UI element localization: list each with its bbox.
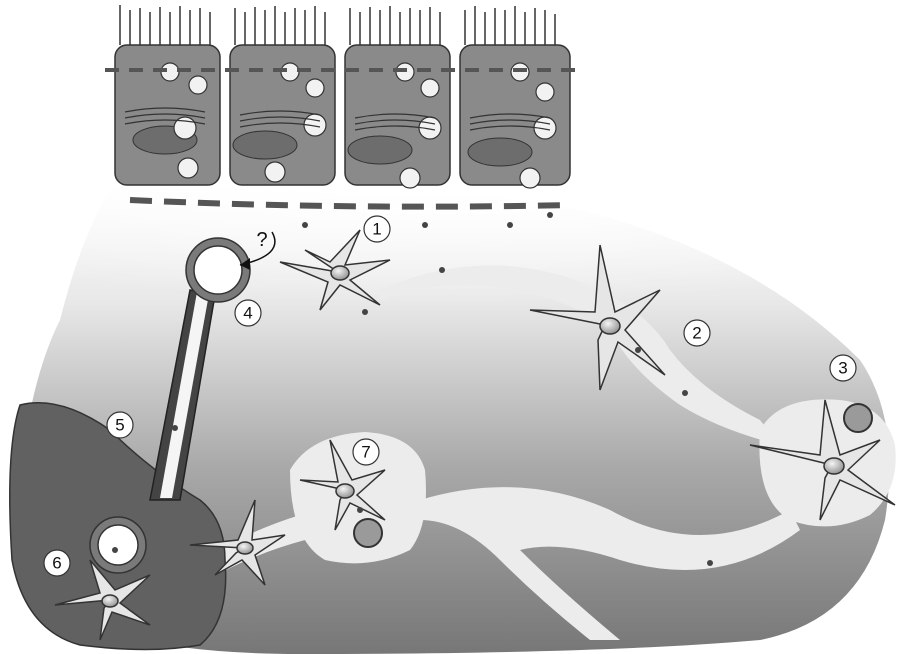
particle-node-right (844, 404, 872, 432)
particle-node-center (354, 519, 382, 547)
step-marker-1: 1 (364, 216, 390, 242)
step-marker-3: 3 (830, 355, 856, 381)
step-marker-6: 6 (44, 550, 70, 576)
epithelium (115, 5, 570, 188)
svg-text:4: 4 (243, 304, 252, 323)
svg-text:6: 6 (52, 554, 61, 573)
svg-text:7: 7 (361, 443, 370, 462)
svg-text:3: 3 (838, 359, 847, 378)
epithelial-cell-3 (345, 45, 450, 185)
svg-text:5: 5 (115, 416, 124, 435)
svg-text:1: 1 (372, 220, 381, 239)
step-marker-5: 5 (107, 412, 133, 438)
tissue-glow (0, 170, 901, 350)
step-marker-2: 2 (684, 320, 710, 346)
vessel-cross-section (186, 238, 250, 302)
svg-text:2: 2 (692, 324, 701, 343)
step-marker-4: 4 (235, 300, 261, 326)
microvilli (120, 5, 555, 45)
step-marker-7: 7 (353, 439, 379, 465)
node-vessel-cross-section (90, 517, 146, 573)
question-mark: ? (256, 229, 267, 251)
